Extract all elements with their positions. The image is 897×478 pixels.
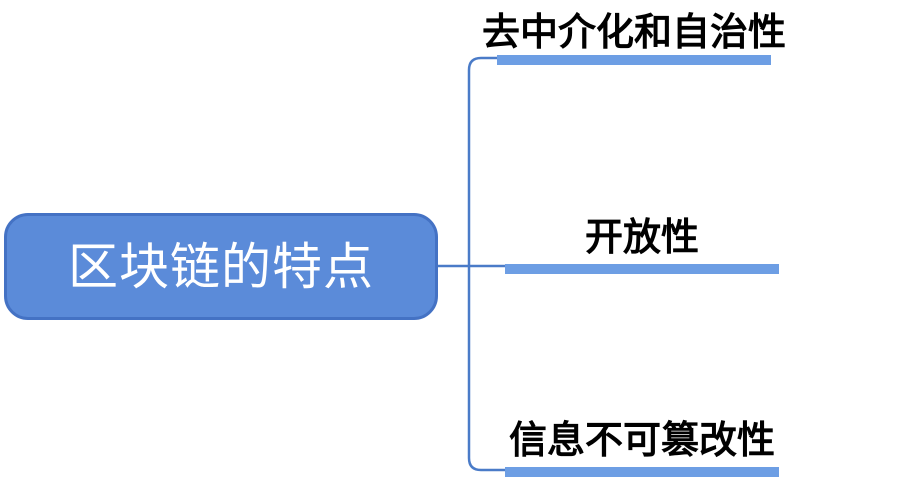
branch-label: 信息不可篡改性: [508, 420, 775, 462]
root-topic-label: 区块链的特点: [68, 238, 374, 295]
branch-topic-immutability[interactable]: 信息不可篡改性: [497, 422, 787, 477]
branch-underline-bar: [505, 467, 779, 477]
branch-underline-bar: [505, 264, 779, 274]
branch-topic-decentralization[interactable]: 去中介化和自治性: [471, 14, 797, 65]
branch-label: 开放性: [584, 217, 699, 259]
branch-label: 去中介化和自治性: [481, 12, 786, 54]
branch-underline-bar: [497, 55, 771, 65]
root-topic-node[interactable]: 区块链的特点: [4, 213, 438, 320]
branch-topic-openness[interactable]: 开放性: [497, 219, 787, 274]
